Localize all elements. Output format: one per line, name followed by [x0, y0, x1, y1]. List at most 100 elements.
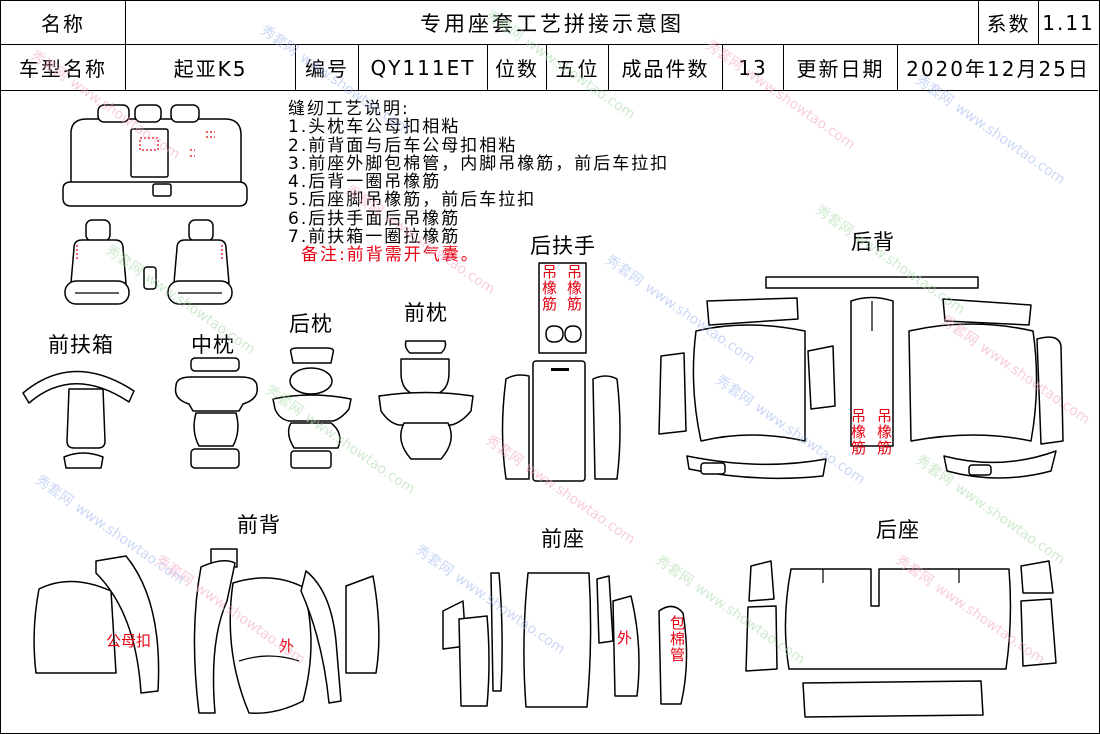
annotation-outer: 外 [279, 637, 295, 655]
rear-back-center-strip [850, 296, 894, 447]
header-row-1: 名称 专用座套工艺拼接示意图 系数 1.11 [1, 1, 1098, 45]
date-label: 更新日期 [796, 57, 885, 81]
sewing-notes: 缝纫工艺说明: 1.头枕车公母扣相粘 2.前背面与后车公母扣相粘 3.前座外脚包… [288, 100, 669, 265]
section-label-rear-seat: 后座 [876, 518, 920, 542]
section-label-front-headrest: 前枕 [404, 301, 448, 325]
middle-headrest-bottom [190, 448, 240, 469]
front-back-right-strip [300, 570, 342, 704]
section-label-front-seat: 前座 [541, 527, 585, 551]
front-seat-piece-7 [658, 605, 688, 705]
front-back-side-strip [345, 575, 380, 674]
note-item: 5.后座脚吊橡筋，前后车拉扣 [288, 190, 537, 211]
front-armrest-body [66, 388, 106, 449]
model-label: 车型名称 [19, 57, 107, 81]
front-armrest-end [63, 452, 104, 469]
annotation-snap-button: 公母扣 [106, 632, 152, 650]
rear-headrest-round [289, 367, 333, 395]
note-item: 4.后背一圈吊橡筋 [288, 172, 442, 193]
rear-seat-left-top [748, 560, 775, 602]
code-value-cell: QY111ET [359, 45, 488, 90]
rear-headrest-middle [134, 104, 162, 123]
coef-label: 系数 [986, 12, 1031, 36]
pieces-label-cell: 成品件数 [609, 45, 723, 90]
name-label: 名称 [41, 12, 85, 36]
middle-headrest-lower [193, 412, 239, 447]
notes-remark: 备注:前背需开气囊。 [301, 245, 480, 266]
rear-headrest-lower [287, 422, 341, 449]
rear-seat-notches [822, 569, 960, 583]
date-value: 2020年12月25日 [906, 57, 1090, 81]
front-seat-piece-3 [490, 572, 503, 692]
rear-seat-right-side [1020, 598, 1057, 667]
model-value: 起亚K5 [173, 57, 248, 81]
seats-label: 位数 [495, 57, 539, 81]
front-back-curved-strip [95, 555, 160, 694]
rear-back-left-upper [706, 297, 799, 326]
front-back-main-panel [229, 577, 312, 714]
rear-armrest-left-side [501, 374, 530, 480]
front-seat-piece-5 [596, 575, 614, 644]
rear-back-left-bottom-tab [700, 462, 726, 475]
seats-label-cell: 位数 [488, 45, 547, 90]
coef-value: 1.11 [1042, 10, 1095, 35]
rear-seat-pieces [745, 560, 1057, 718]
title-cell: 专用座套工艺拼接示意图 [126, 1, 979, 44]
date-label-cell: 更新日期 [784, 45, 898, 90]
section-label-front-back: 前背 [237, 513, 281, 537]
front-left-seat-back [70, 239, 127, 284]
rear-back-left-panel [692, 324, 806, 442]
front-seat-piece-6 [612, 595, 640, 697]
rear-armrest-slot [551, 368, 569, 371]
rear-headrest-band [272, 394, 352, 422]
annotation-hanging-elastic: 吊橡筋 [849, 408, 867, 456]
front-left-headrest [85, 219, 111, 242]
rear-armrest-center [532, 360, 586, 482]
front-seat-center-panel [523, 572, 592, 708]
front-back-pieces [33, 548, 380, 714]
center-console [143, 266, 157, 290]
rear-back-right-panel [908, 323, 1038, 442]
front-headrest-bowl [400, 358, 450, 397]
rear-seat-left-side [745, 605, 778, 672]
front-back-left-strip [193, 560, 236, 714]
rear-back-left-side [658, 352, 687, 435]
middle-headrest-top [190, 357, 240, 372]
header-row-2: 车型名称 起亚K5 编号 QY111ET 位数 五位 成品件数 13 更新日期 … [1, 45, 1098, 91]
front-seat-piece-2 [458, 615, 490, 707]
front-armrest-arch-band [22, 370, 135, 404]
date-value-cell: 2020年12月25日 [898, 45, 1098, 90]
rear-back-right-side [1036, 336, 1064, 445]
front-back-seam [238, 655, 300, 662]
middle-headrest-pieces [174, 357, 258, 469]
note-item: 7.前扶箱一圈拉橡筋 [288, 227, 461, 248]
note-item: 2.前背面与后车公母扣相粘 [288, 135, 518, 156]
rear-back-mid-side [807, 345, 836, 410]
pieces-value-cell: 13 [723, 45, 784, 90]
seat-belt-buckle [152, 183, 172, 197]
coef-value-cell: 1.11 [1039, 1, 1098, 44]
rear-seat-right-top [1020, 560, 1054, 594]
rear-back-pieces [658, 276, 1064, 480]
seats-value: 五位 [555, 57, 600, 81]
notes-heading: 缝纫工艺说明: [288, 99, 410, 119]
note-item: 3.前座外脚包棉管，内脚吊橡筋，前后车拉扣 [288, 153, 670, 174]
rear-back-right-bottom-band [943, 450, 1057, 479]
seats-value-cell: 五位 [547, 45, 609, 90]
front-back-rear-panel [33, 580, 117, 674]
name-label-cell: 名称 [1, 1, 126, 44]
annotation-hanging-elastic: 吊橡筋 [565, 264, 583, 312]
annotation-outer: 外 [617, 629, 633, 647]
section-label-middle-headrest: 中枕 [191, 333, 235, 357]
front-armrest-box-pieces [22, 370, 135, 469]
annotation-hanging-elastic: 吊橡筋 [540, 264, 558, 312]
red-stitch-marks [190, 131, 215, 157]
rear-armrest-right-side [592, 375, 621, 480]
front-headrest-lower [400, 422, 452, 460]
front-seat-pieces [442, 572, 688, 708]
middle-headrest-winged [174, 376, 258, 412]
front-headrest-band [378, 391, 474, 426]
model-label-cell: 车型名称 [1, 45, 126, 90]
rear-headrest-bottom [290, 450, 332, 469]
code-label: 编号 [305, 57, 349, 81]
rear-headrest-pieces [272, 347, 352, 469]
